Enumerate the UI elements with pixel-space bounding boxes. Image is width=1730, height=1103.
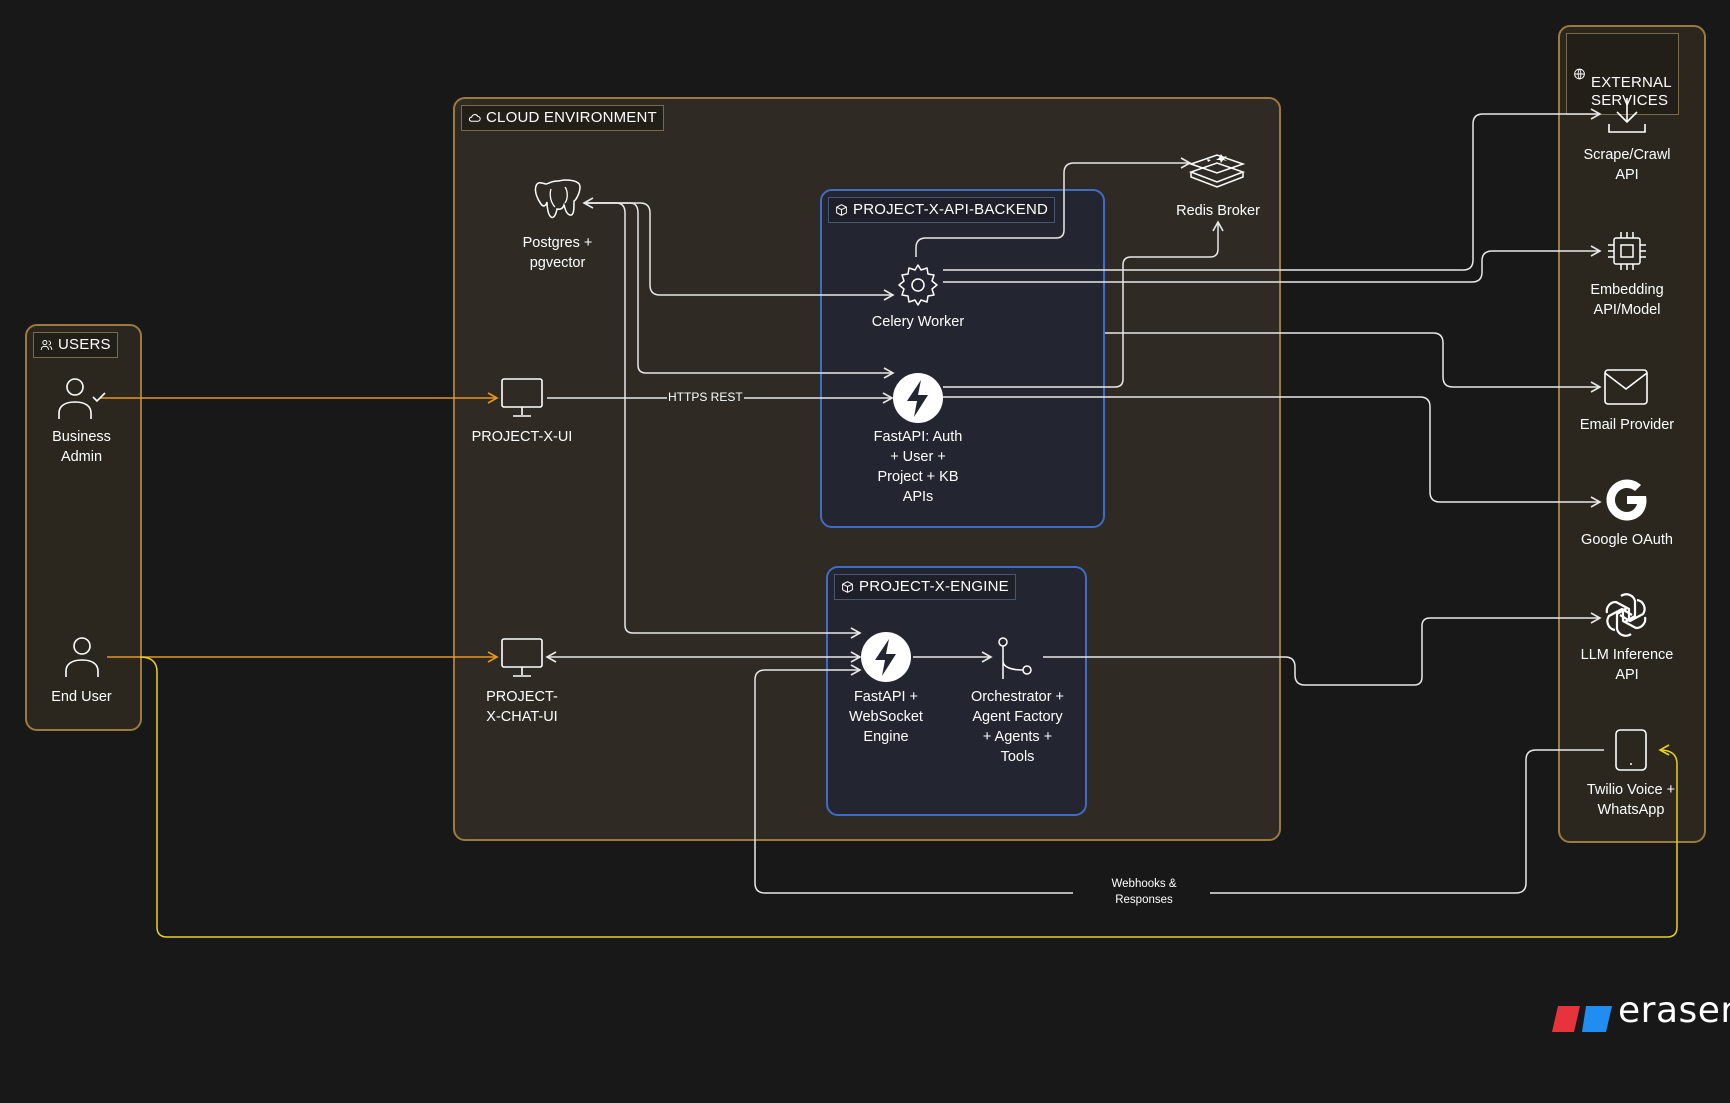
cpu-chip-icon: [1608, 232, 1646, 270]
edge-celery-embedding: [943, 245, 1602, 283]
package-icon: [842, 581, 853, 593]
redis-broker-label: Redis Broker: [1176, 203, 1260, 219]
google-icon: [1606, 479, 1647, 521]
twilio-label: Twilio Voice + WhatsApp: [1586, 782, 1676, 818]
edge-celery-redis: [915, 157, 1192, 257]
embedding-api-label: Embedding API/Model: [1590, 282, 1664, 318]
fastapi-auth-label: FastAPI: Auth + User + Project + KB APIs: [873, 429, 963, 505]
redis-icon: [1188, 154, 1246, 188]
fastapi-bolt-icon: [893, 373, 943, 423]
google-oauth-label: Google OAuth: [1581, 532, 1673, 548]
celery-worker-label: Celery Worker: [871, 314, 965, 330]
users-title: USERS: [33, 332, 118, 358]
user-check-icon: [58, 378, 106, 419]
edge-enduser-to-twilio: [139, 656, 1678, 938]
orchestrator-label: Orchestrator + Agent Factory + Agents + …: [970, 689, 1065, 765]
edge-celery-scrape: [943, 108, 1602, 271]
webhooks-label: Webhooks & Responses: [1084, 876, 1204, 908]
edge-fastapi-redis: [943, 220, 1224, 388]
fastapi-ws-label: FastAPI + WebSocket Engine: [849, 689, 923, 745]
edge-postgres-fastapi: [584, 202, 895, 379]
users-icon: [40, 340, 53, 350]
project-x-chat-ui-label: PROJECT- X-CHAT-UI: [486, 689, 558, 725]
eraser-logo-icon: [1552, 1006, 1612, 1032]
project-x-ui-label: PROJECT-X-UI: [471, 429, 573, 445]
mail-icon: [1604, 369, 1648, 405]
engine-title: PROJECT-X-ENGINE: [834, 574, 1016, 600]
external-services-group: EXTERNAL SERVICES: [1558, 25, 1706, 843]
edge-webhooks-to-engine: [754, 664, 1073, 894]
cloud-environment-title: CLOUD ENVIRONMENT: [461, 105, 664, 131]
edge-postgres-celery: [582, 197, 895, 301]
download-icon: [1608, 98, 1646, 133]
fastapi-bolt-icon: [861, 632, 911, 682]
https-rest-label: HTTPS REST: [667, 390, 744, 404]
end-user-label: End User: [51, 689, 112, 705]
monitor-icon: [501, 638, 543, 677]
edge-postgres-fastapi-ws: [584, 202, 862, 639]
gear-icon: [898, 264, 938, 306]
cloud-icon: [468, 114, 481, 122]
postgres-label: Postgres + pgvector: [522, 235, 593, 271]
business-admin-label: Business Admin: [52, 429, 111, 465]
external-services-title: EXTERNAL SERVICES: [1566, 33, 1679, 115]
scrape-api-label: Scrape/Crawl API: [1583, 147, 1671, 183]
edge-fastapi-google: [943, 396, 1602, 508]
monitor-icon: [501, 378, 543, 417]
git-branch-icon: [998, 637, 1032, 679]
edge-twilio-webhooks: [1210, 749, 1604, 894]
phone-icon: [1615, 729, 1647, 771]
engine-group: PROJECT-X-ENGINE: [826, 566, 1087, 816]
users-group: USERS: [25, 324, 142, 731]
eraser-brand-text: eraser: [1618, 990, 1730, 1031]
postgres-elephant-icon: [534, 179, 581, 219]
email-provider-label: Email Provider: [1579, 417, 1675, 433]
user-icon: [65, 637, 99, 677]
llm-inference-label: LLM Inference API: [1580, 647, 1674, 683]
edge-orchestrator-llm: [1043, 612, 1602, 686]
globe-icon: [1574, 68, 1585, 80]
edge-backend-email: [1105, 332, 1602, 393]
openai-icon: [1605, 593, 1647, 637]
